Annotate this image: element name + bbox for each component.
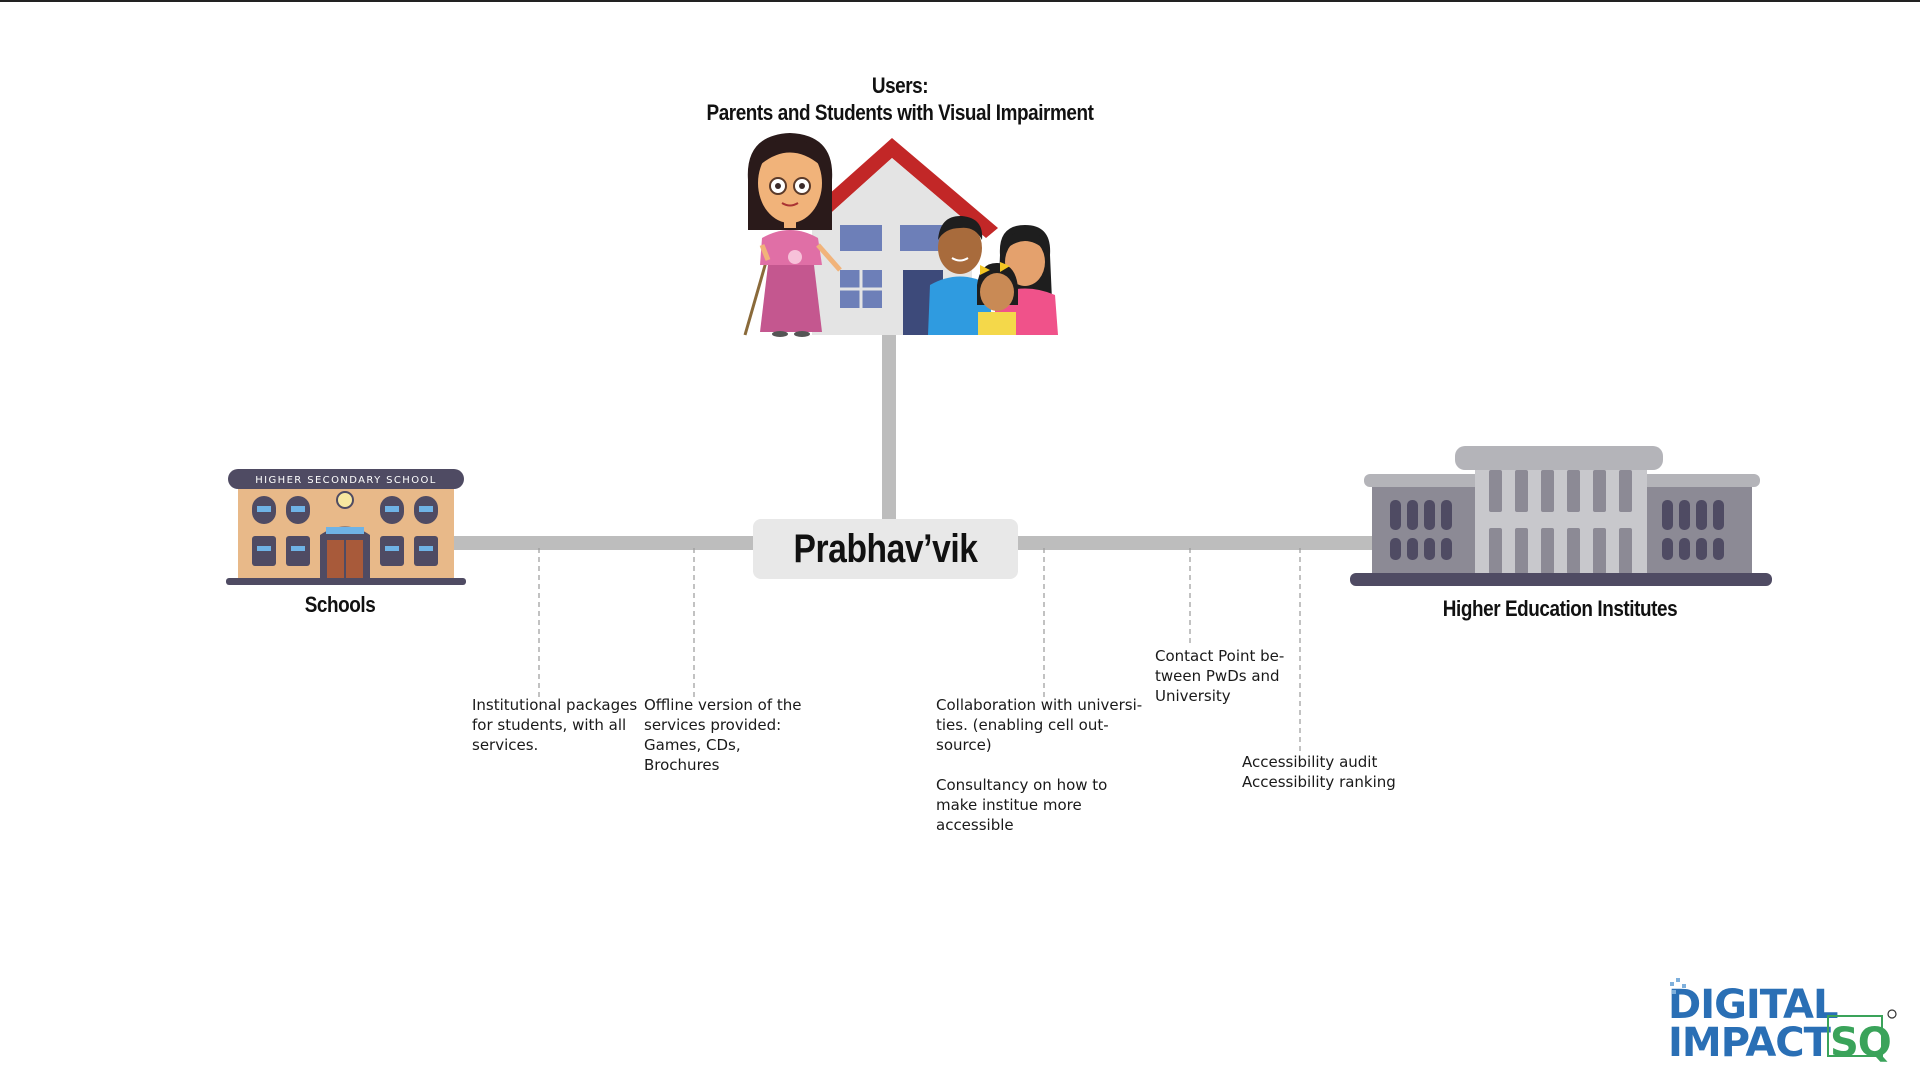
school-sign-text: HIGHER SECONDARY SCHOOL (255, 475, 437, 486)
family-icon (928, 215, 1058, 335)
note-contact-point-text: Contact Point be- tween PwDs and Univers… (1155, 647, 1285, 705)
users-title-line2: Parents and Students with Visual Impairm… (706, 100, 1094, 125)
users-title-line1: Users: (871, 73, 929, 98)
note-consultancy-text: Consultancy on how to make institue more… (936, 776, 1108, 834)
note-offline-services-text: Offline version of the services provided… (644, 696, 802, 774)
users-title: Users: Parents and Students with Visual … (659, 72, 1141, 126)
logo-line1: DIGITAL (1668, 982, 1838, 1028)
digital-impact-sq-logo: DIGITAL IMPACT SQ (1668, 978, 1897, 1066)
note-accessibility: Accessibility audit Accessibility rankin… (1242, 752, 1396, 792)
registered-mark-icon (1887, 1009, 1897, 1019)
connector-left (452, 536, 755, 550)
connector-right (1016, 536, 1372, 550)
note-school-packages: Institutional packages for students, wit… (472, 695, 637, 755)
higher-education-label: Higher Education Institutes (1442, 596, 1678, 621)
schools-label: Schools (304, 592, 376, 617)
hub-node: Prabhav’vik (753, 519, 1018, 579)
connector-vertical (882, 330, 896, 522)
note-contact-point: Contact Point be- tween PwDs and Univers… (1155, 646, 1284, 706)
logo-line2: IMPACT (1668, 1020, 1832, 1066)
logo-pixels (1670, 978, 1686, 994)
note-university-services: Collaboration with universi- ties. (enab… (936, 695, 1142, 835)
note-school-packages-text: Institutional packages for students, wit… (472, 696, 638, 754)
dashed-leaders (538, 548, 1301, 752)
school-building-icon: HIGHER SECONDARY SCHOOL (226, 469, 466, 585)
note-accessibility-text: Accessibility audit Accessibility rankin… (1242, 753, 1396, 791)
hub-label: Prabhav’vik (793, 526, 978, 571)
woman-with-cane-icon (743, 133, 842, 337)
note-offline-services: Offline version of the services provided… (644, 695, 802, 775)
university-building-icon (1350, 446, 1772, 586)
connectors (452, 330, 1372, 550)
note-collaboration-text: Collaboration with universi- ties. (enab… (936, 696, 1143, 754)
top-border (0, 0, 1920, 2)
users-illustration (743, 133, 1058, 337)
